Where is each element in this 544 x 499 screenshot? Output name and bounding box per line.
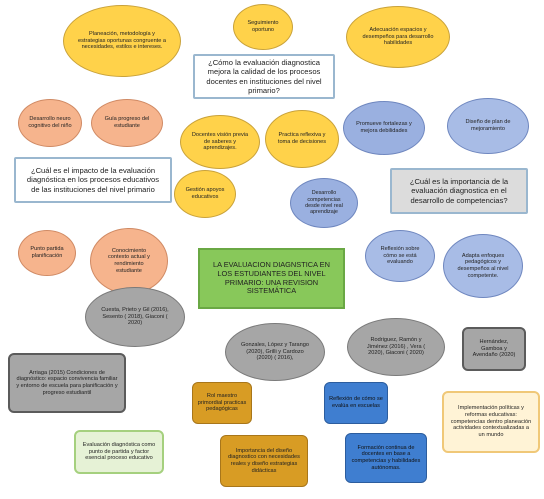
node-reflexion-como: Reflexión de cómo se evalúa en escuelas bbox=[324, 382, 388, 424]
node-promueve: Promueve fortalezas y mejora debilidades bbox=[343, 101, 425, 155]
question-impacto-procesos: ¿Cuál es el impacto de la evaluación dia… bbox=[14, 157, 172, 203]
node-guia-progreso: Guía progreso del estudiante bbox=[91, 99, 163, 147]
question-importancia-competencias: ¿Cuál es la importancia de la evaluación… bbox=[390, 168, 528, 214]
node-planeacion: Planeación, metodología y estrategias op… bbox=[63, 5, 181, 77]
node-diseno-plan: Diseño de plan de mejoramiento bbox=[447, 98, 529, 154]
node-desarrollo-neuro: Desarrollo neuro cognitivo del niño bbox=[18, 99, 82, 147]
node-conocimiento-contexto: Conocimiento contexto actual y rendimien… bbox=[90, 228, 168, 294]
authors-cuesta: Cuesta, Prieto y Gil (2016), Sesento ( 2… bbox=[85, 287, 185, 347]
node-evaluacion-diagnostica: Evaluación diagnóstica como punto de par… bbox=[74, 430, 164, 474]
node-docentes-vision: Docentes visión previa de saberes y apre… bbox=[180, 115, 260, 169]
node-reflexion-sobre: Reflexión sobre cómo se está evaluando bbox=[365, 230, 435, 282]
authors-gonzales: Gonzales, López y Tarango (2020), Grilli… bbox=[225, 323, 325, 381]
node-seguimiento: Seguimiento oportuno bbox=[233, 4, 293, 50]
question-calidad-procesos: ¿Cómo la evaluación diagnostica mejora l… bbox=[193, 54, 335, 99]
node-rol-maestro: Rol maestro primordial practicas pedagóg… bbox=[192, 382, 252, 424]
node-adecuacion: Adecuación espacios y desempeños para de… bbox=[346, 6, 450, 68]
node-formacion-continua: Formación continua de docentes en base a… bbox=[345, 433, 427, 483]
authors-hernandez: Hernández, Gamboa y Avendaño (2020) bbox=[462, 327, 526, 371]
node-implementacion-politicas: Implementación políticas y reformas educ… bbox=[442, 391, 540, 453]
authors-rodriguez: Rodriguez, Ramón y Jiménez (2016) , Vera… bbox=[347, 318, 445, 376]
node-importancia-diseno: Importancia del diseño diagnostico con n… bbox=[220, 435, 308, 487]
node-adapta-enfoques: Adapta enfoques pedagógicos y desempeños… bbox=[443, 234, 523, 298]
node-gestion-apoyos: Gestión apoyos educativos bbox=[174, 170, 236, 218]
authors-arriaga: Arriaga (2015) Condiciones de diagnóstic… bbox=[8, 353, 126, 413]
node-punto-partida: Punto partida planificación bbox=[18, 230, 76, 276]
node-practica-reflexiva: Practica reflexiva y toma de decisiones bbox=[265, 110, 339, 168]
central-topic: LA EVALUACION DIAGNSTICA EN LOS ESTUDIAN… bbox=[198, 248, 345, 309]
node-desarrollo-competencias: Desarrollo competencias desde nivel real… bbox=[290, 178, 358, 228]
